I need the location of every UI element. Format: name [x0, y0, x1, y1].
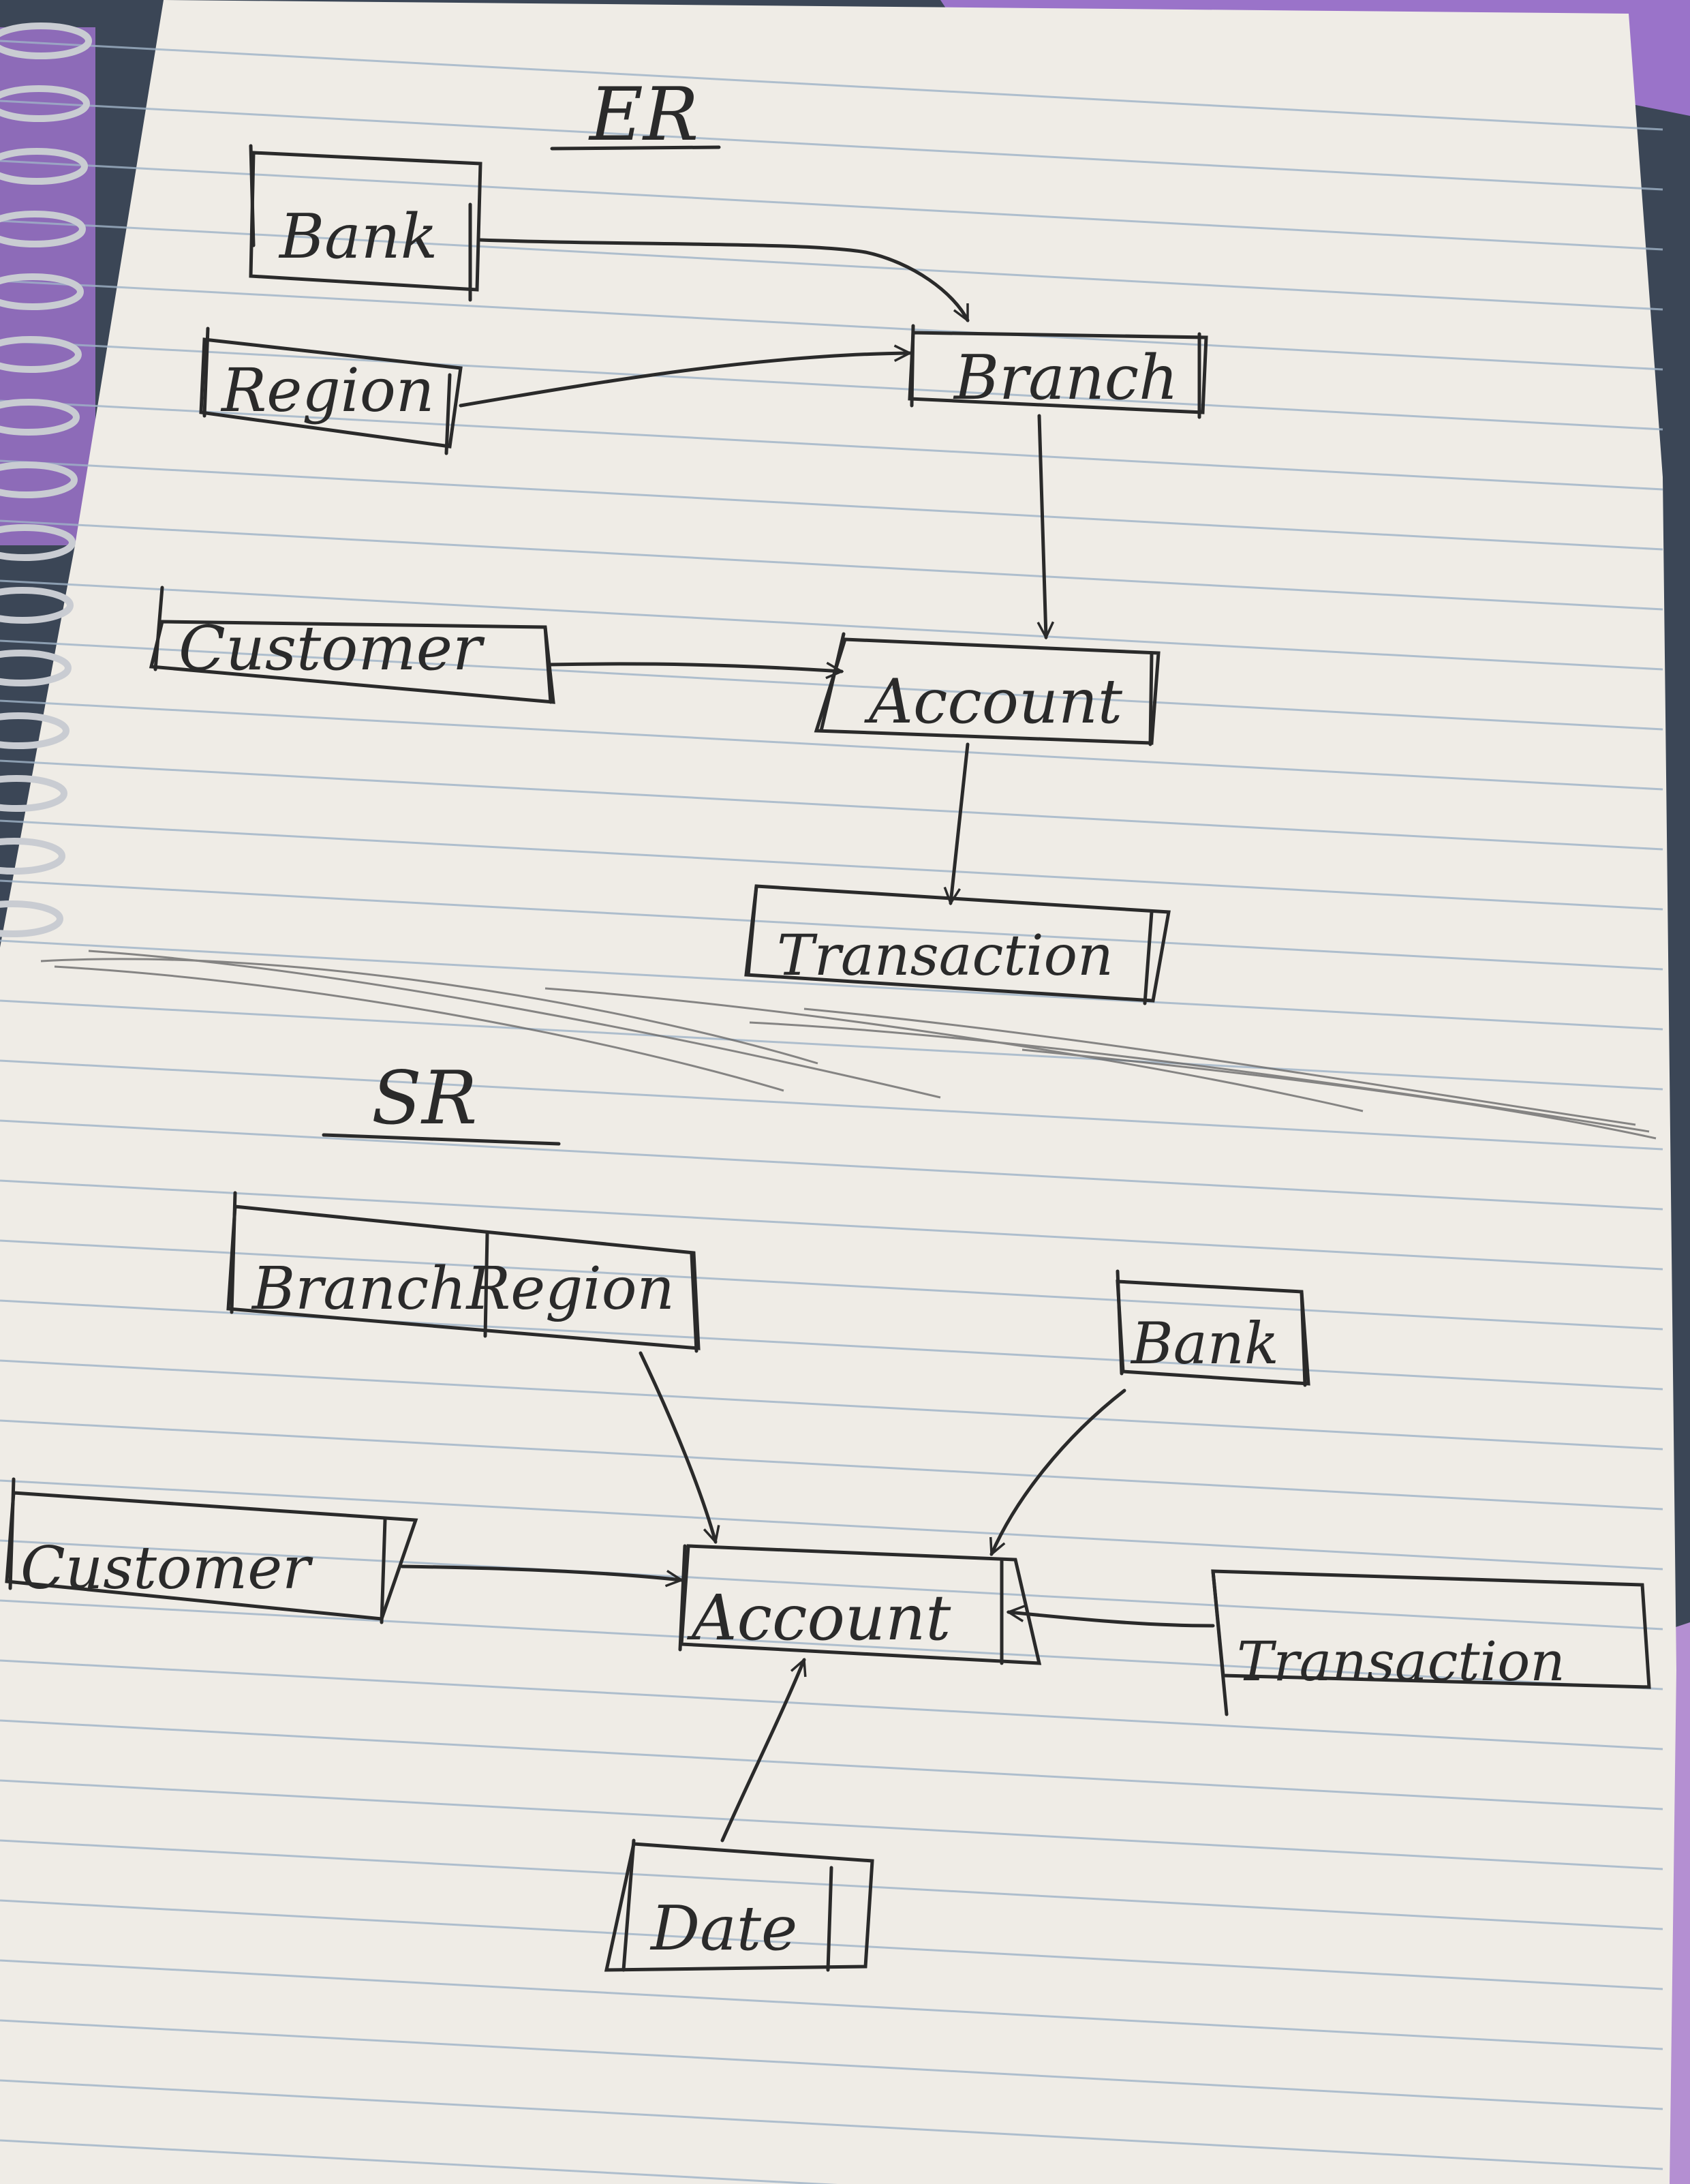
ruled-line [0, 2139, 838, 2184]
sr-link-customer-account [400, 1564, 681, 1580]
spiral-ring [0, 524, 76, 561]
ruled-line [0, 759, 1663, 851]
sr-entity-transaction-label: Transaction [1237, 1630, 1565, 1693]
sr-entity-transaction[interactable]: Transaction [1211, 1569, 1651, 1716]
er-link-branch-account [1039, 414, 1046, 637]
ruled-line [0, 459, 1663, 551]
er-title-underline [550, 145, 721, 151]
sr-diagram: SR BranchRegion Bank Customer [5, 1056, 1651, 1972]
er-entity-bank-label: Bank [278, 201, 437, 273]
sr-entity-date-label: Date [649, 1893, 797, 1965]
ruled-line [0, 1779, 1663, 1870]
er-title: ER [588, 72, 698, 157]
spiral-binding [0, 22, 92, 937]
divider-scribble [40, 950, 1657, 1140]
er-entity-account[interactable]: Account [814, 632, 1161, 746]
ruled-line [0, 2019, 1663, 2110]
er-diagram: ER Bank Region Branch Custom [149, 72, 1208, 1005]
ruled-line [0, 399, 1663, 491]
ruled-line [0, 879, 1663, 971]
ruled-line [0, 939, 1663, 1031]
ruled-line [0, 1059, 1663, 1151]
er-entity-customer-label: Customer [179, 613, 485, 684]
ruled-line [0, 1419, 1663, 1511]
ruled-line [0, 40, 1663, 131]
er-entity-customer[interactable]: Customer [149, 586, 555, 704]
sr-link-transaction-account [1009, 1612, 1215, 1628]
ruled-line [0, 279, 1663, 371]
spiral-ring [0, 85, 90, 122]
ruled-line [0, 1479, 1663, 1571]
ruled-line [0, 699, 1663, 791]
er-entity-branch-label: Branch [953, 342, 1178, 414]
sr-entity-account[interactable]: Account [678, 1544, 1042, 1665]
ruled-line [0, 1179, 1663, 1271]
spiral-ring [0, 399, 80, 436]
sr-link-bank-account [992, 1389, 1126, 1554]
ruled-line [0, 1659, 1663, 1750]
er-entity-region-label: Region [220, 355, 434, 425]
ruled-line [0, 519, 1663, 611]
ruled-line [0, 1239, 1663, 1331]
ruled-line [0, 160, 1663, 251]
er-link-customer-account [547, 664, 842, 671]
ruled-line [0, 339, 1663, 431]
ruled-line [0, 219, 1663, 311]
ruled-line [0, 1719, 1663, 1810]
ruled-line [0, 1899, 1663, 1990]
sr-title: SR [371, 1056, 477, 1141]
spiral-ring [0, 838, 65, 875]
sr-title-underline [322, 1133, 561, 1146]
spiral-ring [0, 211, 86, 247]
spiral-ring [0, 650, 72, 686]
ruled-line [0, 1599, 1663, 1690]
ruled-line [0, 1359, 1663, 1451]
spiral-ring [0, 900, 63, 937]
er-entity-branch[interactable]: Branch [908, 324, 1208, 419]
sr-entity-date[interactable]: Date [604, 1838, 874, 1972]
ruled-line [0, 819, 1663, 911]
er-entity-transaction[interactable]: Transaction [744, 884, 1171, 1005]
sr-entity-customer-label: Customer [20, 1534, 313, 1603]
er-entity-region[interactable]: Region [199, 327, 463, 455]
er-entity-account-label: Account [864, 666, 1123, 738]
sr-entity-account-label: Account [686, 1581, 951, 1654]
ruled-line [0, 579, 1663, 671]
er-entity-transaction-label: Transaction [777, 924, 1113, 988]
er-link-account-transaction [951, 742, 970, 903]
ruled-line [0, 1299, 1663, 1391]
ruled-line [0, 999, 1663, 1091]
ruled-line [0, 1959, 1663, 2050]
ruled-line [0, 2079, 1663, 2170]
spiral-ring [0, 148, 88, 185]
sr-link-branch-region-account [639, 1351, 716, 1542]
sr-entity-bank-label: Bank [1130, 1310, 1279, 1377]
sr-entity-bank[interactable]: Bank [1116, 1269, 1310, 1387]
spiral-ring [0, 712, 70, 749]
sr-link-date-account [720, 1660, 804, 1842]
sr-entity-branch-region[interactable]: BranchRegion [226, 1191, 701, 1353]
er-link-bank-branch [478, 238, 970, 320]
spiral-ring [0, 273, 84, 310]
spiral-ring [0, 336, 82, 373]
er-link-region-branch [459, 353, 910, 408]
ruled-line [0, 1119, 1663, 1211]
ruled-line [0, 1539, 1663, 1631]
ruled-lines [0, 40, 1663, 2184]
spiral-ring [0, 775, 67, 812]
spiral-ring [0, 461, 78, 498]
er-entity-bank[interactable]: Bank [249, 144, 482, 302]
sr-entity-branch-region-label: BranchRegion [251, 1255, 675, 1323]
ruled-line [0, 100, 1663, 191]
spiral-ring [0, 587, 74, 624]
sr-entity-customer[interactable]: Customer [5, 1477, 418, 1624]
spiral-ring [0, 22, 92, 59]
